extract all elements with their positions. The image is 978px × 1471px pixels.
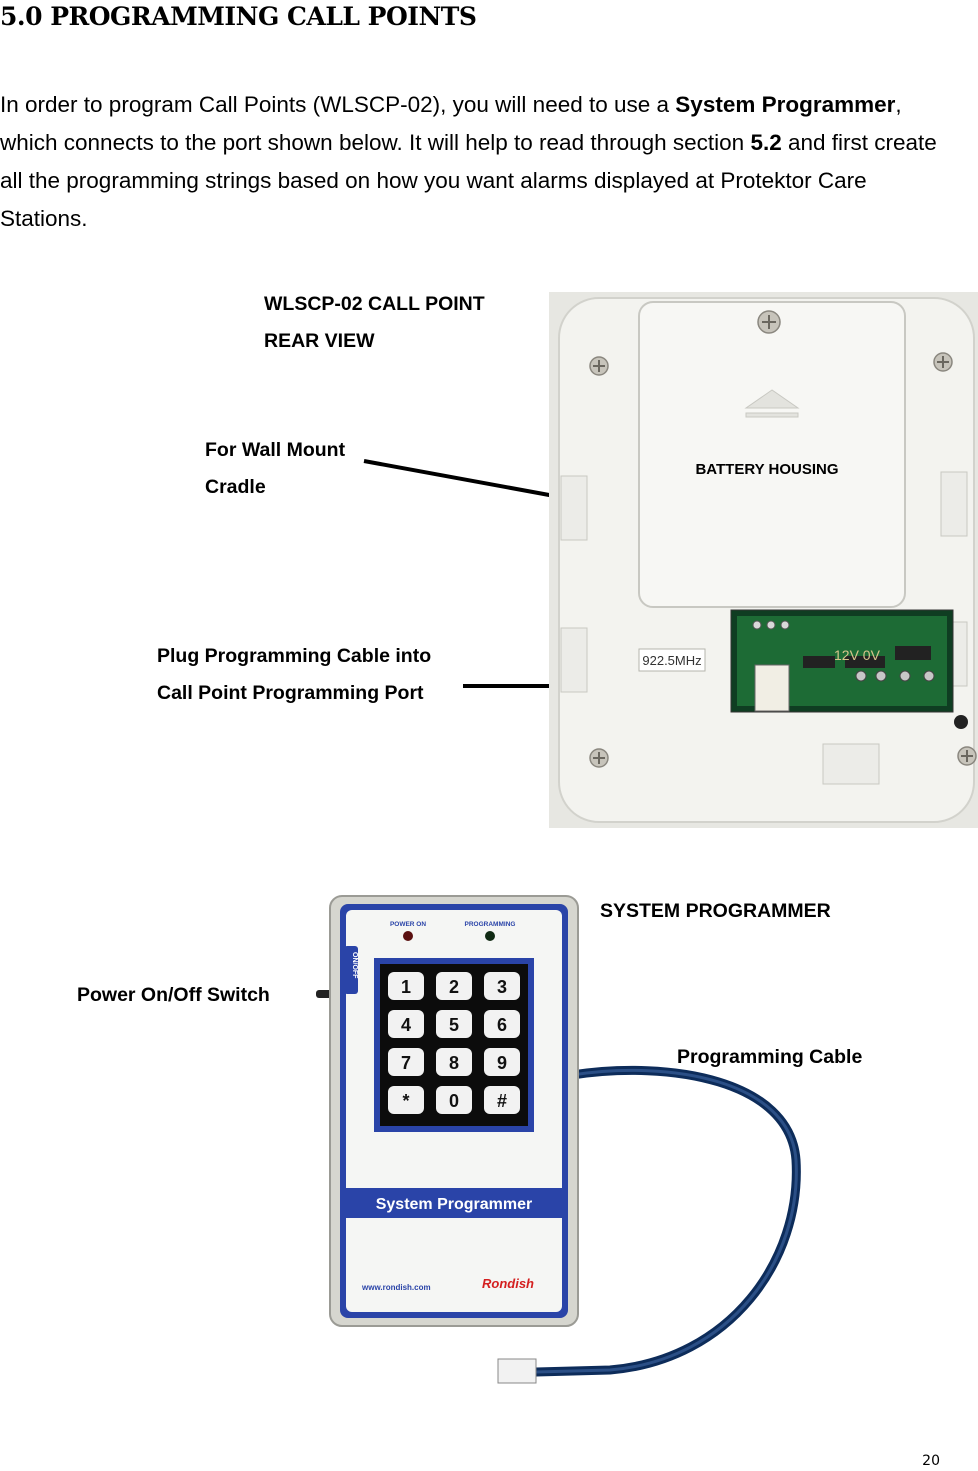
key-4: [388, 1010, 424, 1038]
key-3: [484, 972, 520, 1000]
key-label-1: 1: [401, 977, 411, 997]
on-off-tab: [344, 946, 358, 994]
wall-mount-label-line1: For Wall Mount: [205, 439, 346, 461]
device-name: System Programmer: [376, 1196, 533, 1213]
section-heading: 5.0 PROGRAMMING CALL POINTS: [0, 2, 477, 31]
key-1: [388, 972, 424, 1000]
keypad-keys: 1 2 3 4 5 6 7 8 9 * 0 #: [388, 972, 520, 1114]
programming-cable-label: Programming Cable: [677, 1046, 863, 1068]
key-7: [388, 1048, 424, 1076]
cable-connector: [497, 1358, 537, 1384]
pcb-voltage-label: 12V 0V: [834, 647, 881, 663]
wall-mount-arrow: [363, 459, 561, 501]
plug-cable-label-line1: Plug Programming Cable into: [157, 645, 432, 667]
wall-mount-label: For Wall Mount Cradle: [205, 432, 345, 506]
plug-cable-label: Plug Programming Cable into Call Point P…: [157, 638, 431, 712]
key-#: [484, 1086, 520, 1114]
wall-mount-label-line2: Cradle: [205, 476, 266, 498]
page-number: 20: [922, 1453, 940, 1469]
battery-housing-label: BATTERY HOUSING: [695, 461, 838, 478]
key-6: [484, 1010, 520, 1038]
programming-led-label: PROGRAMMING: [465, 921, 516, 928]
system-programmer-photo: ON/OFF POWER ON PROGRAMMING 1 2 3 4 5 6 7 8 9 * 0 #…: [316, 895, 801, 1384]
key-5: [436, 1010, 472, 1038]
frequency-label: 922.5MHz: [642, 653, 701, 668]
power-on-led-label: POWER ON: [390, 921, 426, 928]
key-label-4: 4: [401, 1015, 411, 1035]
call-point-title: WLSCP-02 CALL POINT REAR VIEW: [264, 286, 485, 360]
power-on-led: [403, 931, 413, 941]
intro-paragraph: In order to program Call Points (WLSCP-0…: [0, 86, 960, 238]
call-point-title-line2: REAR VIEW: [264, 330, 375, 352]
intro-text-2: , which connects to the port shown below…: [0, 92, 902, 155]
key-label-7: 7: [401, 1053, 411, 1073]
key-8: [436, 1048, 472, 1076]
programming-led: [485, 931, 495, 941]
key-2: [436, 972, 472, 1000]
key-label-*: *: [402, 1091, 409, 1111]
key-label-9: 9: [497, 1053, 507, 1073]
plug-cable-label-line2: Call Point Programming Port: [157, 682, 424, 704]
on-off-text: ON/OFF: [351, 952, 358, 979]
key-9: [484, 1048, 520, 1076]
power-switch-label: Power On/Off Switch: [77, 984, 270, 1006]
key-label-6: 6: [497, 1015, 507, 1035]
device-brand: Rondish: [482, 1276, 534, 1291]
key-label-8: 8: [449, 1053, 459, 1073]
call-point-title-line1: WLSCP-02 CALL POINT: [264, 293, 485, 315]
key-label-3: 3: [497, 977, 507, 997]
key-label-5: 5: [449, 1015, 459, 1035]
intro-bold-system-programmer: System Programmer: [675, 92, 896, 117]
key-label-#: #: [497, 1091, 507, 1111]
system-programmer-title: SYSTEM PROGRAMMER: [600, 900, 831, 922]
key-*: [388, 1086, 424, 1114]
key-label-0: 0: [449, 1091, 459, 1111]
device-website: www.rondish.com: [361, 1283, 431, 1292]
intro-bold-section-ref: 5.2: [750, 130, 782, 155]
key-0: [436, 1086, 472, 1114]
programming-port: [754, 664, 790, 712]
intro-text-3: and first create all the programming str…: [0, 130, 937, 231]
intro-text-1: In order to program Call Points (WLSCP-0…: [0, 92, 676, 117]
key-label-2: 2: [449, 977, 459, 997]
call-point-rear-photo: BATTERY HOUSING 922.5MHz 12V 0V: [549, 292, 978, 828]
